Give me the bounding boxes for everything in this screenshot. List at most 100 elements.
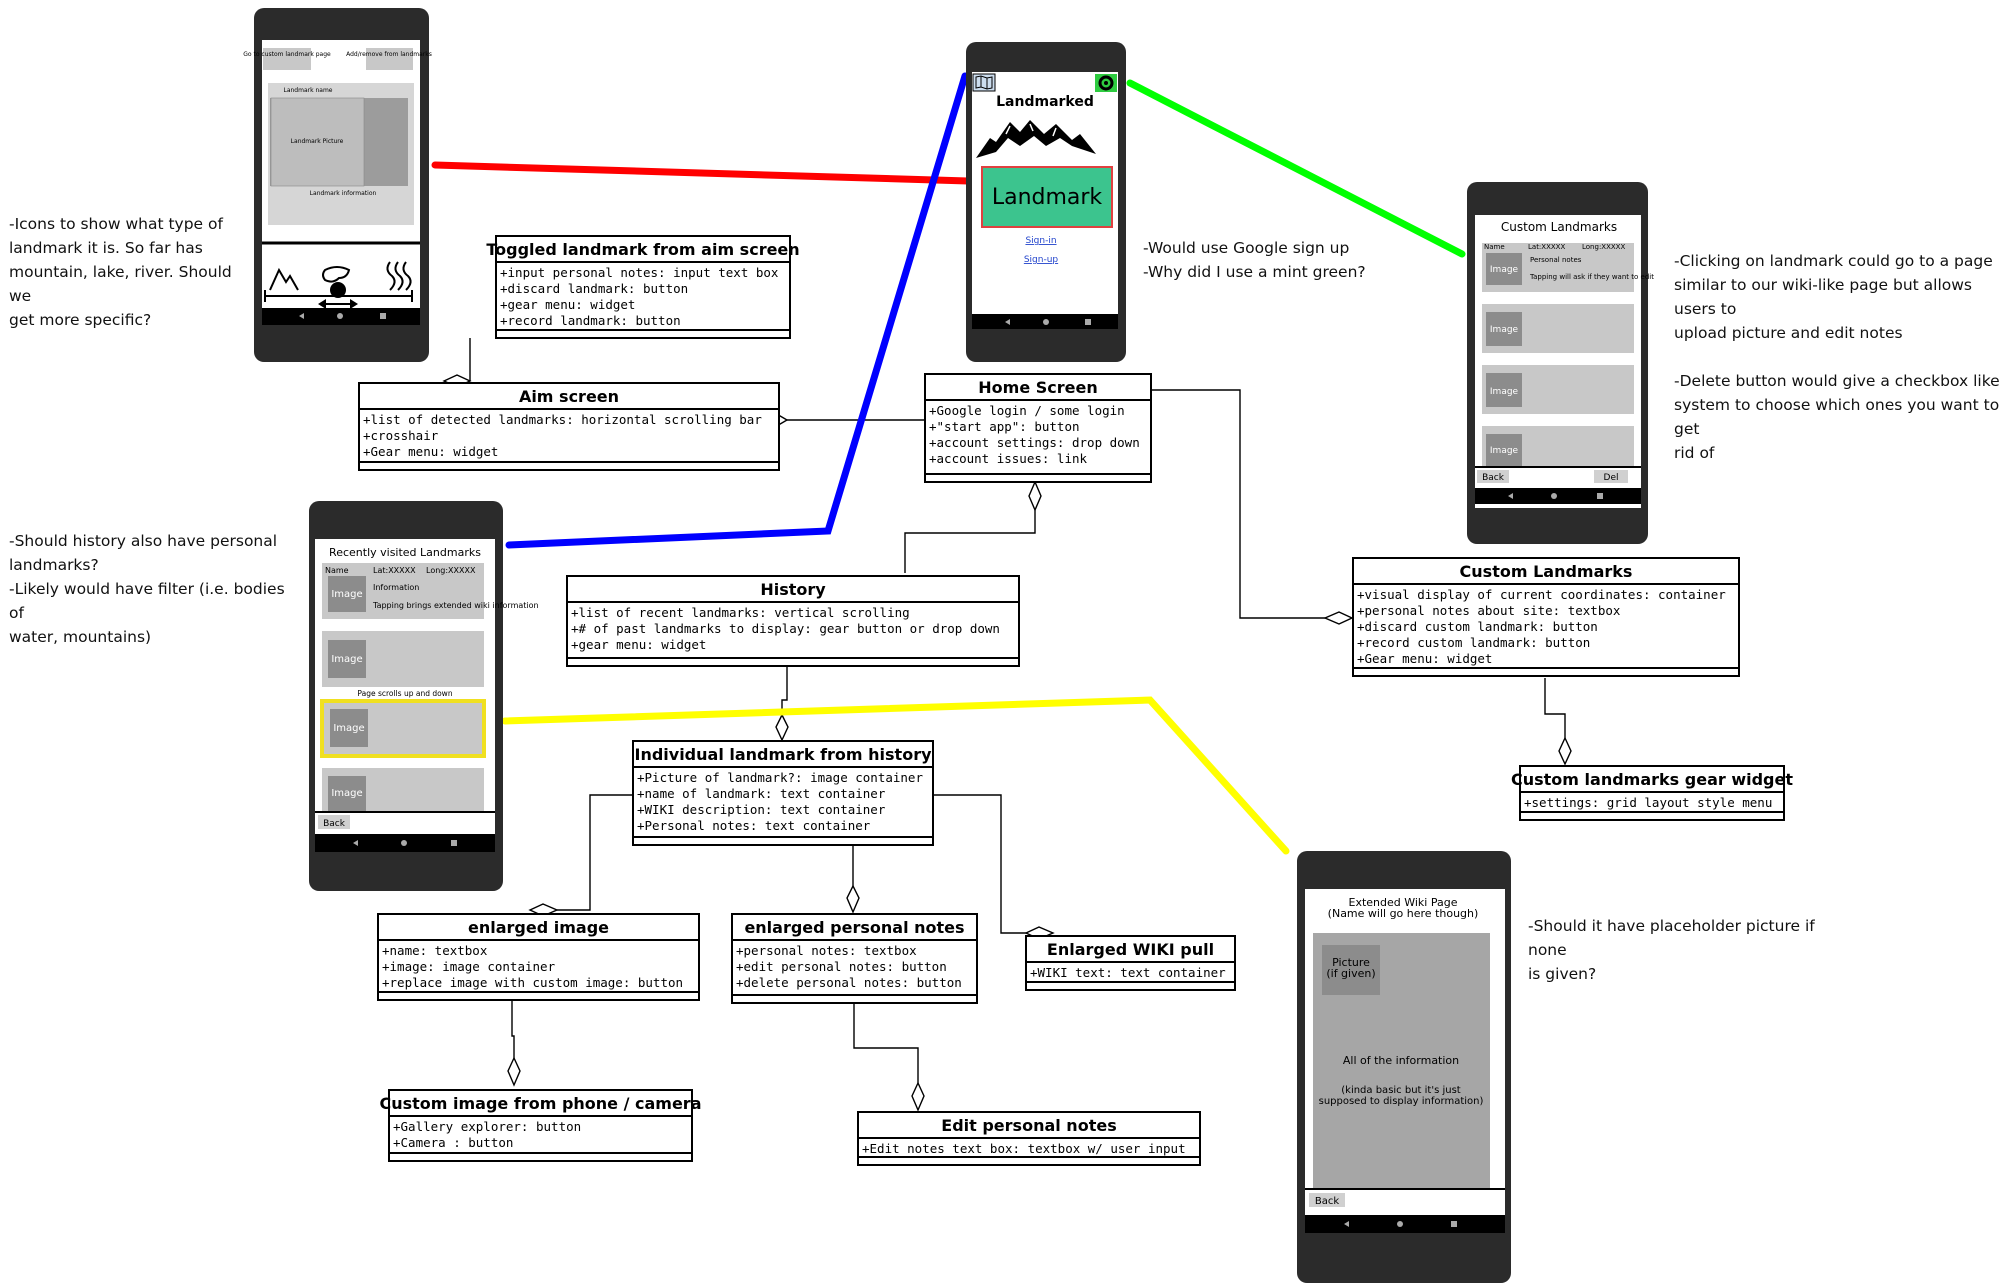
uml-attribute: +list of detected landmarks: horizontal … <box>363 412 762 427</box>
uml-class-title: Custom landmarks gear widget <box>1511 770 1793 789</box>
note-home: -Would use Google sign up -Why did I use… <box>1143 239 1366 281</box>
add-remove-button-label: Add/remove from landmarks <box>346 51 432 58</box>
custom-page-button[interactable] <box>263 48 311 70</box>
wiki-basic-text: (kinda basic but it's just <box>1341 1085 1461 1096</box>
wiki-picture-label: Picture <box>1332 956 1370 969</box>
diamond-editnotes-top <box>911 1081 925 1112</box>
uml-attribute: +settings: grid layout style menu <box>1524 795 1772 810</box>
custom-item-long: Long:XXXXX <box>1582 243 1625 251</box>
history-item-long: Long:XXXXX <box>426 566 476 575</box>
history-item-image: Image <box>331 589 362 600</box>
uml-attribute: +Picture of landmark?: image container <box>637 770 923 785</box>
uml-attribute: +replace image with custom image: button <box>382 975 683 990</box>
add-remove-button[interactable] <box>366 48 413 70</box>
uml-attribute: +Gear menu: widget <box>363 444 498 459</box>
nav-home-icon[interactable] <box>337 313 343 319</box>
sign-up-link[interactable]: Sign-up <box>1024 255 1059 265</box>
map-icon[interactable] <box>972 73 996 92</box>
nav-home-icon[interactable] <box>1551 493 1557 499</box>
link-home-to-custom <box>1126 79 1466 258</box>
landmark-info-label: Landmark information <box>310 190 377 197</box>
back-button[interactable] <box>1477 470 1509 483</box>
uml-attribute: +Camera : button <box>393 1135 513 1150</box>
uml-class-title: Edit personal notes <box>941 1116 1116 1135</box>
uml-class-custom: Custom Landmarks+visual display of curre… <box>1352 557 1740 677</box>
custom-item-image: Image <box>1490 265 1519 275</box>
uml-class-gear: Custom landmarks gear widget +settings: g… <box>1511 765 1793 821</box>
phone-aim-screen: Go to custom landmark page Add/remove fr… <box>243 8 432 362</box>
uml-class-title: Enlarged WIKI pull <box>1047 940 1214 959</box>
uml-attribute: +name of landmark: text container <box>637 786 886 801</box>
custom-item-tap-hint: Tapping will ask if they want to edit <box>1529 273 1654 281</box>
back-button[interactable] <box>318 815 350 829</box>
gear-icon[interactable] <box>1095 74 1117 92</box>
delete-button-label: Del <box>1604 473 1619 483</box>
back-button-label: Back <box>1315 1196 1339 1207</box>
nav-home-icon[interactable] <box>401 840 407 846</box>
phone-home-screen: Landmarked Landmark Sign-in Sign-up <box>966 42 1126 362</box>
uml-attribute: +# of past landmarks to display: gear bu… <box>571 621 1000 636</box>
custom-item-image: Image <box>1490 325 1519 335</box>
back-button-label: Back <box>1482 473 1505 483</box>
nav-back-icon[interactable] <box>1508 493 1513 499</box>
uml-class-individual: Individual landmark from history+Picture… <box>632 740 934 846</box>
uml-attribute: +personal notes about site: textbox <box>1357 603 1621 618</box>
nav-back-icon[interactable] <box>1005 319 1010 325</box>
landmark-name-label: Landmark name <box>283 87 332 94</box>
wiki-info-text: All of the information <box>1343 1054 1459 1067</box>
nav-recent-icon[interactable] <box>1451 1221 1457 1227</box>
edge-individual-enlimg <box>557 794 633 911</box>
wiki-basic-text-2: supposed to display information) <box>1319 1096 1484 1107</box>
diamond-individual-top <box>775 713 789 742</box>
uml-attribute: +personal notes: textbox <box>736 943 917 958</box>
wiki-title: Extended Wiki Page <box>1349 896 1458 909</box>
note-aim-icons: -Icons to show what type of landmark it … <box>9 215 232 329</box>
horizontal-scroll-slider[interactable] <box>264 282 413 309</box>
uml-attribute: +list of recent landmarks: vertical scro… <box>571 605 910 620</box>
link-home-to-aim <box>431 161 972 185</box>
history-item-image: Image <box>331 654 362 665</box>
uml-attribute: +name: textbox <box>382 943 488 958</box>
back-button[interactable] <box>1309 1193 1345 1207</box>
uml-attribute: +edit personal notes: button <box>736 959 947 974</box>
uml-class-title: History <box>760 580 826 599</box>
history-item-tap-hint: Tapping brings extended wiki information <box>372 601 539 610</box>
uml-class-title: enlarged personal notes <box>744 918 964 937</box>
uml-attribute: +gear menu: widget <box>500 297 635 312</box>
edge-enlimg-customimg <box>511 1000 515 1058</box>
edge-history-individual <box>781 666 788 715</box>
uml-attribute: +discard landmark: button <box>500 281 688 296</box>
uml-class-title: enlarged image <box>468 918 609 937</box>
sign-in-link[interactable]: Sign-in <box>1025 236 1056 246</box>
nav-back-icon[interactable] <box>299 313 304 319</box>
edge-home-history <box>904 510 1036 573</box>
uml-attribute: +account settings: drop down <box>929 435 1140 450</box>
landmark-start-button[interactable] <box>981 166 1113 228</box>
nav-recent-icon[interactable] <box>380 313 386 319</box>
diamond-custom-left <box>1323 611 1354 625</box>
uml-class-wikipull: Enlarged WIKI pull+WIKI text: text conta… <box>1025 935 1236 991</box>
nav-back-icon[interactable] <box>353 840 358 846</box>
nav-recent-icon[interactable] <box>1085 319 1091 325</box>
nav-back-icon[interactable] <box>1344 1221 1349 1227</box>
uml-attribute: +Edit notes text box: textbox w/ user in… <box>862 1141 1186 1156</box>
nav-home-icon[interactable] <box>1397 1221 1403 1227</box>
nav-recent-icon[interactable] <box>1597 493 1603 499</box>
nav-recent-icon[interactable] <box>451 840 457 846</box>
uml-class-title: Custom image from phone / camera <box>379 1094 701 1113</box>
uml-attribute: +discard custom landmark: button <box>1357 619 1598 634</box>
delete-button[interactable] <box>1594 470 1628 483</box>
edge-enlnotes-editnotes <box>853 1003 919 1083</box>
uml-attribute: +crosshair <box>363 428 439 443</box>
edge-home-custom <box>1150 389 1325 619</box>
uml-attribute: +Gallery explorer: button <box>393 1119 581 1134</box>
uml-attribute: +account issues: link <box>929 451 1088 466</box>
custom-item-lat: Lat:XXXXX <box>1528 243 1565 251</box>
edge-custom-gear <box>1544 678 1566 738</box>
uml-class-enlimg: enlarged image+name: textbox+image: imag… <box>377 913 700 1001</box>
lake-icon <box>322 266 351 283</box>
history-item-info: Information <box>373 583 419 592</box>
nav-home-icon[interactable] <box>1043 319 1049 325</box>
custom-item-notes: Personal notes <box>1530 256 1582 264</box>
